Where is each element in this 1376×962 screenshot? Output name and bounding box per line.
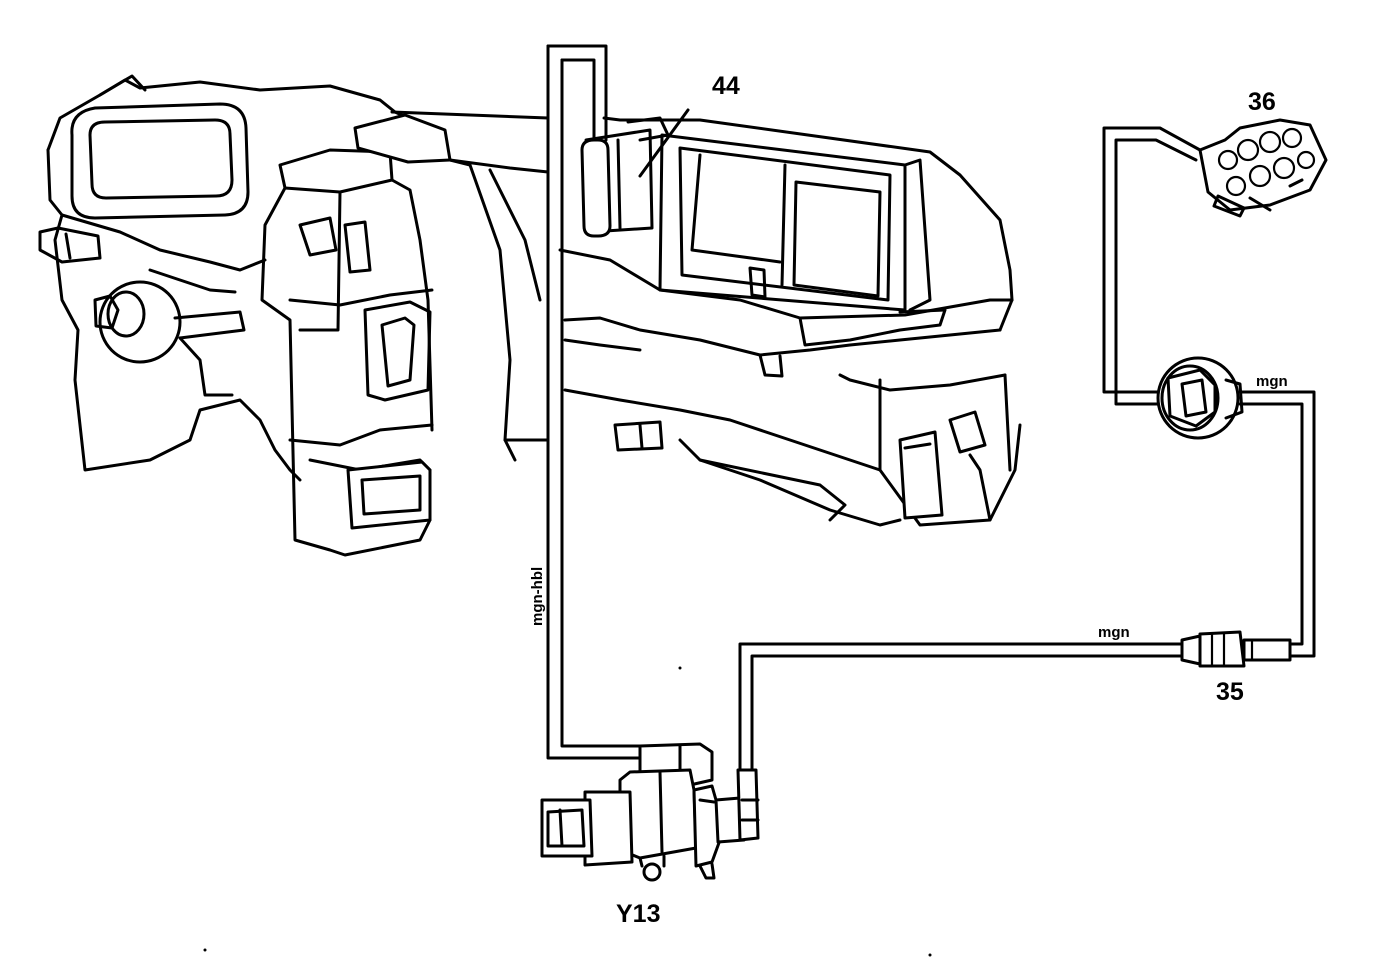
- label-part-44: 44: [712, 72, 740, 100]
- vacuum-reservoir-valve-icon: [1156, 356, 1244, 440]
- wire-color-label-lower: mgn: [1098, 624, 1130, 641]
- leader-line-44: [638, 108, 690, 178]
- vacuum-lines: [546, 44, 1316, 772]
- label-part-36: 36: [1248, 88, 1276, 116]
- check-valve-icon: [1180, 630, 1292, 668]
- speck-dot: [678, 666, 682, 670]
- wire-color-label-vertical: mgn-hbl: [529, 567, 546, 626]
- hvac-heater-box-illustration: [38, 74, 1022, 557]
- speck-dot: [928, 953, 932, 957]
- vacuum-actuator-cluster-icon: [1198, 118, 1328, 218]
- speck-dot: [203, 948, 207, 952]
- label-part-y13: Y13: [616, 900, 660, 928]
- solenoid-valve-icon: [540, 742, 760, 882]
- wire-color-label-upper: mgn: [1256, 373, 1288, 390]
- label-part-35: 35: [1216, 678, 1244, 706]
